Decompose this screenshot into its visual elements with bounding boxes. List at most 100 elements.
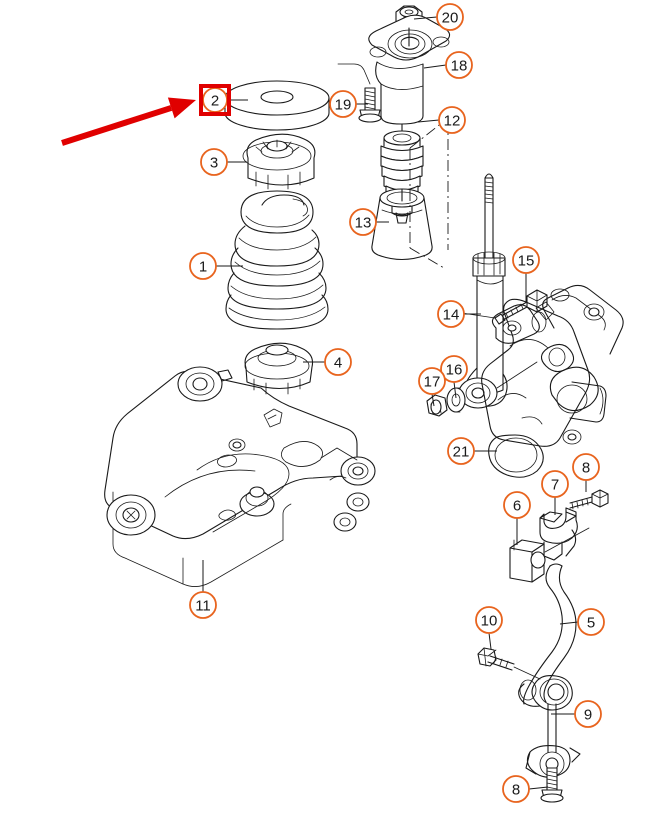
callout-bubble: [512, 246, 540, 274]
callout-number: 18: [451, 58, 468, 75]
part-drop-link: [525, 675, 581, 778]
callout-number: 8: [512, 782, 520, 799]
callout-number: 11: [195, 598, 211, 615]
callout-15[interactable]: 15: [512, 246, 540, 274]
callout-number: 17: [424, 374, 441, 391]
part-hex-bolt-lower: [540, 767, 564, 803]
callout-bubble: [440, 355, 468, 383]
callout-3[interactable]: 3: [200, 148, 228, 176]
part-bump-stop: [371, 188, 433, 261]
callout-bubble: [577, 608, 605, 636]
callout-number: 1: [199, 259, 207, 276]
callout-number: 21: [453, 444, 470, 461]
callout-16[interactable]: 16: [440, 355, 468, 383]
highlight-box: [199, 84, 231, 116]
callout-2[interactable]: 2: [202, 87, 228, 113]
callout-bubble: [200, 148, 228, 176]
callout-number: 2: [211, 93, 219, 110]
callout-leader-line: [488, 632, 492, 650]
callout-bubble: [438, 106, 466, 134]
callout-leader-line: [528, 786, 549, 790]
callout-bubble: [189, 591, 217, 619]
callout-bubble: [436, 3, 464, 31]
part-lower-spring-seat: [244, 342, 314, 395]
part-lower-control-arm: [104, 366, 376, 587]
callout-number: 20: [442, 10, 459, 27]
part-lock-nut: [426, 394, 448, 417]
part-washer: [446, 387, 466, 413]
callout-bubble: [329, 90, 357, 118]
part-bump-stop-bellows: [380, 130, 424, 224]
callout-9[interactable]: 9: [574, 700, 602, 728]
part-anti-roll-bar: [518, 563, 577, 707]
part-wheel-bearing-housing: [481, 284, 624, 478]
callout-21[interactable]: 21: [447, 437, 475, 465]
callout-number: 4: [334, 355, 342, 372]
callout-5[interactable]: 5: [577, 608, 605, 636]
callout-number: 7: [551, 477, 559, 494]
callout-leader-line: [559, 621, 579, 625]
callout-bubble: [437, 300, 465, 328]
callout-bubble: [502, 775, 530, 803]
callout-number: 5: [587, 615, 595, 632]
construction-centerlines: [409, 117, 449, 269]
callout-bubble: [541, 470, 569, 498]
part-strut-top-mount: [368, 14, 451, 137]
callout-8[interactable]: 8: [572, 453, 600, 481]
callout-number: 16: [446, 362, 463, 379]
callout-1[interactable]: 1: [189, 252, 217, 280]
callout-bubble: [445, 51, 473, 79]
leader-lines: [202, 16, 587, 790]
callout-12[interactable]: 12: [438, 106, 466, 134]
callout-8[interactable]: 8: [502, 775, 530, 803]
callout-leader-line: [431, 393, 435, 407]
callout-number: 6: [513, 498, 521, 515]
callout-bubble: [418, 367, 446, 395]
callout-18[interactable]: 18: [445, 51, 473, 79]
callout-bubble: [447, 437, 475, 465]
callout-bubble: [572, 453, 600, 481]
callout-4[interactable]: 4: [324, 348, 352, 376]
callout-leader-line: [453, 381, 457, 399]
callout-number: 3: [210, 155, 218, 172]
callout-bubble: [349, 208, 377, 236]
callout-19[interactable]: 19: [329, 90, 357, 118]
callout-leader-line: [413, 16, 438, 20]
part-hex-bolt-upper: [569, 489, 609, 510]
callout-bubble: [189, 252, 217, 280]
part-stabilizer-bar-bush: [509, 527, 590, 583]
callout-number: 14: [443, 307, 460, 324]
part-upper-spring-pad-washer: [224, 80, 330, 131]
callout-bubble: [503, 491, 531, 519]
pointer-arrow-icon: [61, 97, 196, 146]
callout-number: 9: [584, 707, 592, 724]
callout-number: 19: [335, 97, 352, 114]
callout-13[interactable]: 13: [349, 208, 377, 236]
part-upper-spring-seat: [242, 133, 316, 190]
callout-11[interactable]: 11: [189, 591, 217, 619]
highlight-annotation: [61, 84, 231, 146]
callout-6[interactable]: 6: [503, 491, 531, 519]
callout-bubble: [475, 606, 503, 634]
callout-10[interactable]: 10: [475, 606, 503, 634]
part-coil-spring: [225, 190, 329, 330]
callout-leader-line: [423, 64, 447, 69]
callout-leader-line: [417, 119, 440, 123]
callout-number: 12: [444, 113, 461, 130]
callout-number: 13: [355, 215, 372, 232]
callout-7[interactable]: 7: [541, 470, 569, 498]
callout-number: 8: [582, 460, 590, 477]
callout-bubble: [324, 348, 352, 376]
callout-bubble: [574, 700, 602, 728]
callout-14[interactable]: 14: [437, 300, 465, 328]
part-link-bolt: [477, 647, 541, 680]
part-shock-mount-bolt: [454, 289, 548, 325]
callout-20[interactable]: 20: [436, 3, 464, 31]
callout-number: 10: [481, 613, 498, 630]
part-shock-absorber: [458, 173, 538, 409]
callout-number: 15: [518, 253, 535, 270]
callout-17[interactable]: 17: [418, 367, 446, 395]
